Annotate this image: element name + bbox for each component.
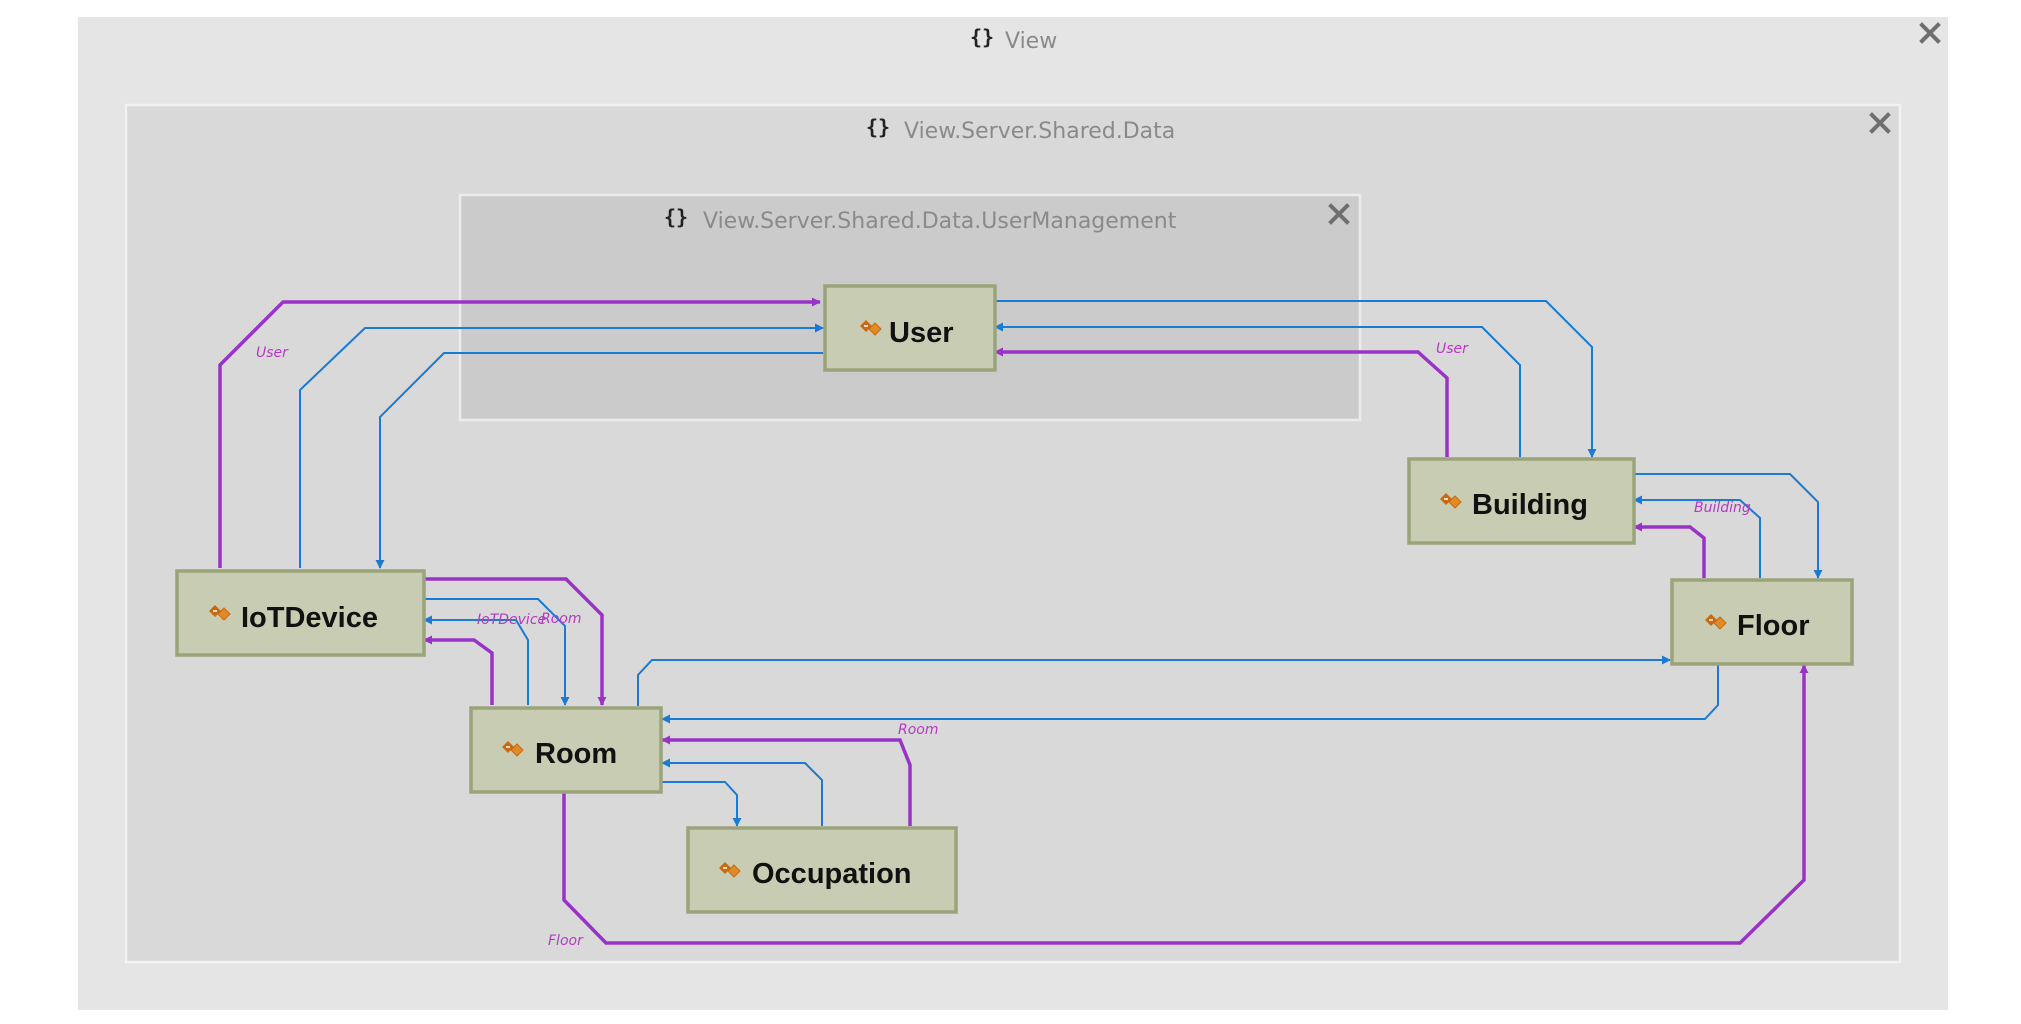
- edge-room-to-occupation[interactable]: [662, 781, 742, 827]
- edge-user-to-building[interactable]: [995, 300, 1597, 458]
- edge-labels: User User Building IoTDevice Room Room F…: [256, 341, 1751, 949]
- class-node-iotdevice-label: IoTDevice: [241, 602, 378, 634]
- class-node-floor-label: Floor: [1737, 610, 1810, 642]
- class-node-user[interactable]: User: [823, 284, 997, 372]
- edge-label-room-floor: Floor: [548, 933, 584, 949]
- edge-occupation-to-room[interactable]: [661, 735, 912, 826]
- close-icon[interactable]: [1328, 203, 1350, 225]
- class-node-room[interactable]: Room: [469, 706, 663, 794]
- class-node-floor[interactable]: Floor: [1670, 578, 1854, 666]
- edge-building-to-user[interactable]: [994, 347, 1449, 457]
- namespace-braces-icon: {}: [664, 205, 688, 229]
- edge-building-to-floor[interactable]: [1634, 473, 1823, 579]
- edge-label-building-user: User: [1436, 341, 1469, 357]
- edge-label-room-iotdevice: IoTDevice: [477, 612, 546, 628]
- class-node-user-label: User: [889, 317, 954, 349]
- namespace-data-title: View.Server.Shared.Data: [904, 119, 1175, 144]
- edge-label-floor-building: Building: [1694, 500, 1751, 516]
- namespace-braces-icon: {}: [970, 25, 994, 49]
- edges: [218, 297, 1823, 945]
- edge-occupation-to-room-ref[interactable]: [661, 758, 823, 826]
- class-node-occupation[interactable]: Occupation: [686, 826, 958, 914]
- edge-label-iotdevice-user: User: [256, 345, 289, 361]
- edge-floor-to-building-ref[interactable]: [1633, 495, 1761, 578]
- namespace-user-management-title: View.Server.Shared.Data.UserManagement: [703, 209, 1177, 234]
- close-icon[interactable]: [1919, 22, 1941, 44]
- edge-room-to-iotdevice-ref[interactable]: [423, 615, 529, 705]
- edge-iotdevice-to-room[interactable]: [424, 577, 607, 706]
- namespace-view-title: View: [1005, 29, 1057, 54]
- class-node-building-label: Building: [1472, 489, 1588, 521]
- edge-label-occupation-room: Room: [898, 722, 939, 738]
- class-node-occupation-label: Occupation: [752, 858, 912, 890]
- edge-iotdevice-to-room-ref[interactable]: [424, 598, 570, 706]
- edge-label-iotdevice-room: Room: [541, 611, 582, 627]
- edge-iotdevice-to-user-ref[interactable]: [299, 323, 824, 568]
- close-icon[interactable]: [1869, 112, 1891, 134]
- edge-room-to-iotdevice[interactable]: [423, 635, 494, 705]
- edge-user-to-iotdevice[interactable]: [375, 352, 823, 569]
- edge-room-to-floor-ref[interactable]: [637, 655, 1671, 706]
- class-node-building[interactable]: Building: [1407, 457, 1636, 545]
- edge-floor-to-building[interactable]: [1633, 522, 1706, 578]
- edge-floor-to-room[interactable]: [661, 665, 1719, 724]
- edge-iotdevice-to-user[interactable]: [218, 297, 821, 568]
- namespace-braces-icon: {}: [866, 115, 890, 139]
- class-node-iotdevice[interactable]: IoTDevice: [175, 569, 426, 657]
- edge-building-to-user-ref[interactable]: [994, 322, 1521, 457]
- class-node-room-label: Room: [535, 738, 617, 770]
- edge-room-to-floor[interactable]: [562, 664, 1809, 945]
